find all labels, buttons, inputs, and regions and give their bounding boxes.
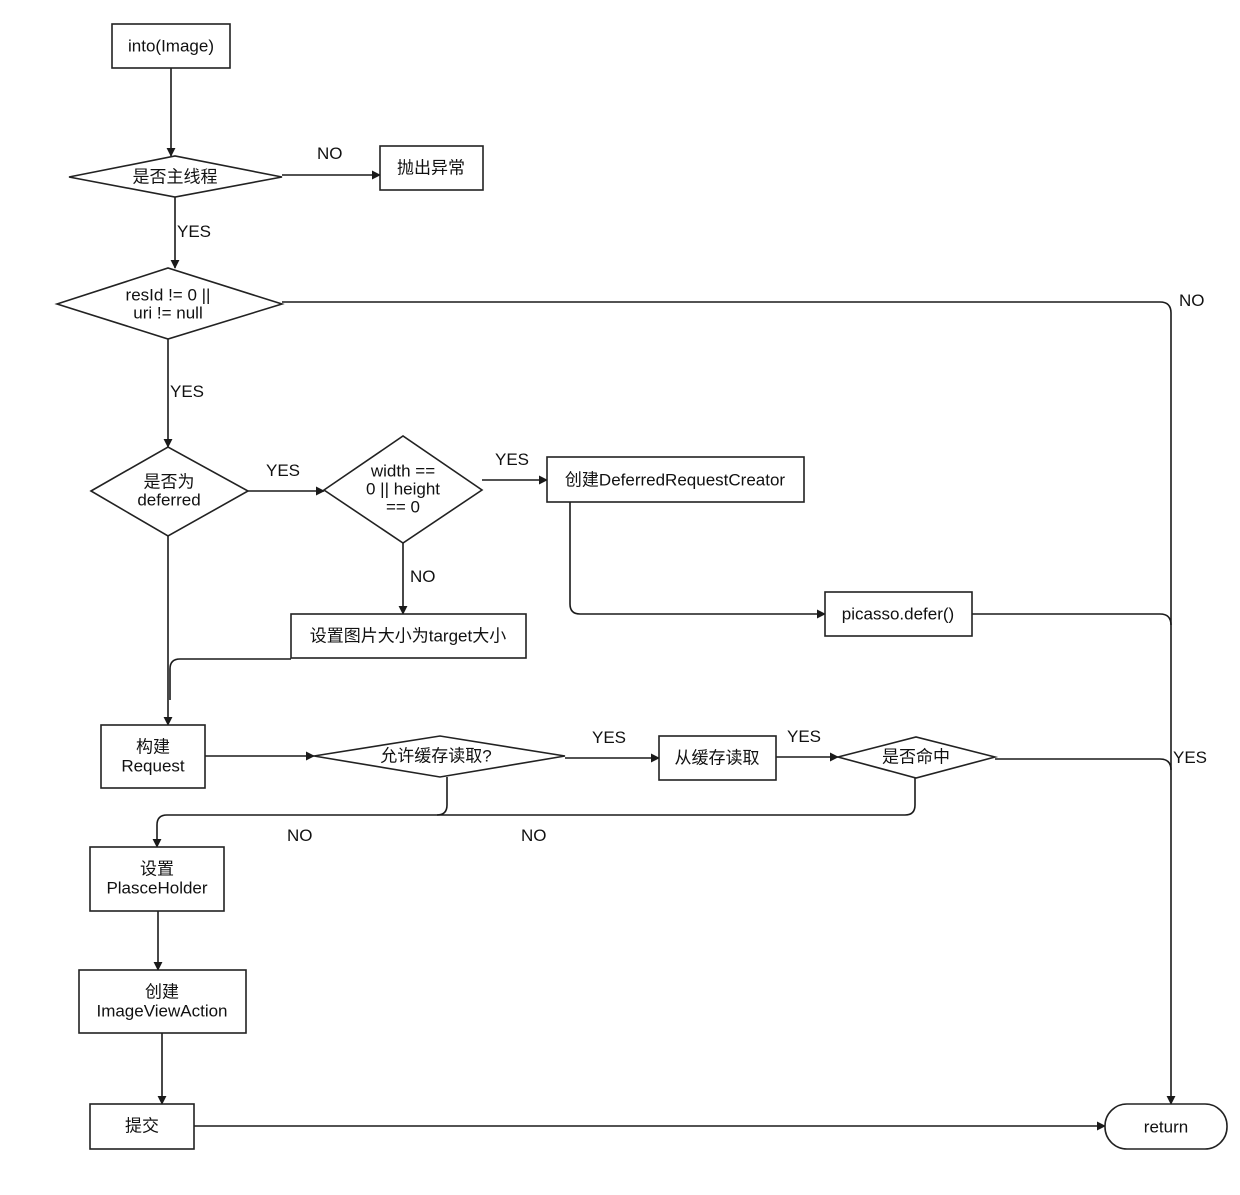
label-hit-no: NO <box>521 826 547 845</box>
node-create-deferred-creator-text: 创建DeferredRequestCreator <box>565 471 785 490</box>
label-cache-no: NO <box>287 826 313 845</box>
node-is-main-thread-text: 是否主线程 <box>133 168 218 187</box>
label-deferred-yes: YES <box>266 461 300 480</box>
node-is-deferred: 是否为 deferred <box>89 446 250 537</box>
node-size-zero-check-line3: == 0 <box>386 498 420 517</box>
node-set-placeholder: 设置 PlasceHolder <box>89 846 225 912</box>
node-submit: 提交 <box>89 1103 195 1150</box>
node-return: return <box>1104 1103 1228 1150</box>
edge-labels: NO YES NO YES YES YES NO YES YES YES NO … <box>170 144 1207 845</box>
node-resid-check-line2: uri != null <box>133 304 202 323</box>
node-throw-exception-text: 抛出异常 <box>397 159 465 178</box>
node-throw-exception: 抛出异常 <box>379 145 484 191</box>
label-hit-yes: YES <box>1173 748 1207 767</box>
node-is-deferred-line1: 是否为 <box>144 473 195 492</box>
edges <box>152 68 1176 1131</box>
node-picasso-defer-text: picasso.defer() <box>842 605 954 624</box>
edge-targetsize-to-build <box>169 658 291 700</box>
node-is-main-thread: 是否主线程 <box>68 155 283 198</box>
label-size-yes: YES <box>495 450 529 469</box>
node-into-image: into(Image) <box>111 23 231 69</box>
node-allow-cache-read: 允许缓存读取? <box>313 735 566 778</box>
node-set-placeholder-line2: PlasceHolder <box>106 879 207 898</box>
label-size-no: NO <box>410 567 436 586</box>
node-build-request: 构建 Request <box>100 724 206 789</box>
edge-cache-no <box>436 777 448 816</box>
node-set-target-size-text: 设置图片大小为target大小 <box>310 627 506 646</box>
node-create-action: 创建 ImageViewAction <box>78 969 247 1034</box>
node-size-zero-check-line2: 0 || height <box>366 480 440 499</box>
node-picasso-defer: picasso.defer() <box>824 591 973 637</box>
node-set-target-size: 设置图片大小为target大小 <box>290 613 527 659</box>
nodes: into(Image) 是否主线程 抛出异常 resId != 0 || uri… <box>54 23 1228 1150</box>
node-is-hit-text: 是否命中 <box>882 748 950 767</box>
label-mainthread-no: NO <box>317 144 343 163</box>
edge-creator-to-defer <box>569 502 826 619</box>
label-resid-no: NO <box>1179 291 1205 310</box>
node-size-zero-check: width == 0 || height == 0 <box>322 435 484 544</box>
node-return-text: return <box>1144 1118 1188 1137</box>
node-resid-check: resId != 0 || uri != null <box>54 267 285 340</box>
label-read-yes: YES <box>787 727 821 746</box>
node-size-zero-check-line1: width == <box>370 462 435 481</box>
node-create-action-line2: ImageViewAction <box>96 1002 227 1021</box>
node-read-from-cache-text: 从缓存读取 <box>675 749 760 768</box>
node-create-action-line1: 创建 <box>145 983 179 1002</box>
edge-defer-to-return <box>972 613 1172 626</box>
node-is-deferred-line2: deferred <box>137 491 200 510</box>
label-resid-yes: YES <box>170 382 204 401</box>
label-cache-yes: YES <box>592 728 626 747</box>
edge-hit-no <box>152 778 916 848</box>
node-is-hit: 是否命中 <box>834 736 999 779</box>
edge-hit-yes <box>995 758 1172 771</box>
node-allow-cache-read-text: 允许缓存读取? <box>380 747 491 766</box>
node-set-placeholder-line1: 设置 <box>140 860 174 879</box>
edge-resid-no <box>282 301 1176 1105</box>
label-mainthread-yes: YES <box>177 222 211 241</box>
node-read-from-cache: 从缓存读取 <box>658 735 777 781</box>
node-resid-check-line1: resId != 0 || <box>126 286 211 305</box>
node-create-deferred-creator: 创建DeferredRequestCreator <box>546 456 805 503</box>
node-build-request-line1: 构建 <box>136 738 170 757</box>
node-submit-text: 提交 <box>125 1117 159 1136</box>
node-build-request-line2: Request <box>121 757 185 776</box>
node-into-image-text: into(Image) <box>128 37 214 56</box>
